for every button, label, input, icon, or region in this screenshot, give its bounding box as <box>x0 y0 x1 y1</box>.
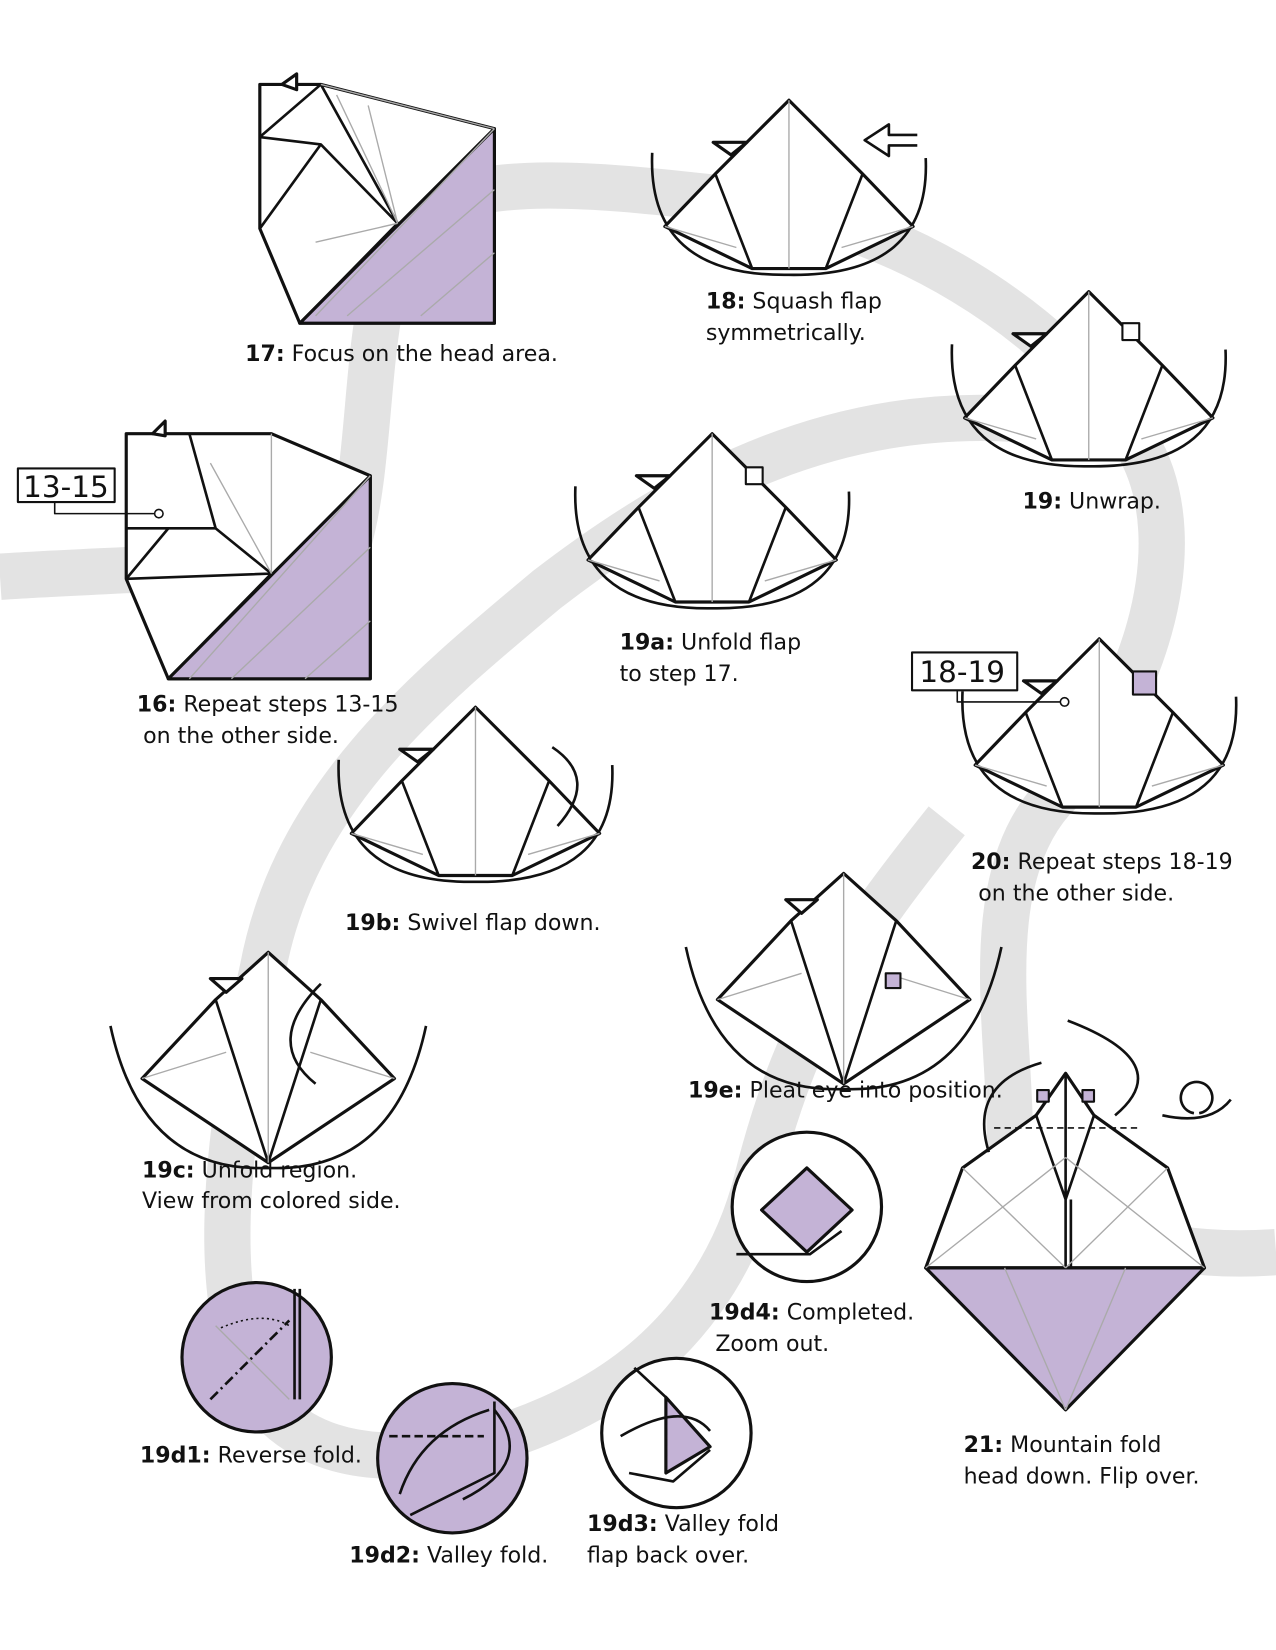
step-17-figure <box>258 72 496 325</box>
flip-over-icon <box>1162 1080 1232 1120</box>
swivel-arrow-icon <box>551 746 579 827</box>
step-19d3-figure <box>600 1356 753 1510</box>
caption-step-20-line2: on the other side. <box>978 881 1174 907</box>
caption-step-16: 16: Repeat steps 13-15 <box>137 691 399 717</box>
caption-step-19: 19: Unwrap. <box>1022 488 1160 514</box>
caption-step-19c: 19c: Unfold region. <box>142 1157 357 1183</box>
caption-step-20: 20: Repeat steps 18-19 <box>971 849 1233 875</box>
caption-step-16-line2: on the other side. <box>143 723 339 749</box>
caption-step-19a: 19a: Unfold flap <box>620 629 802 655</box>
unfold-arrow-icon <box>289 982 322 1085</box>
caption-step-19e: 19e: Pleat eye into position. <box>688 1077 1003 1103</box>
step-16-figure <box>16 419 372 681</box>
mountain-fold-arrow-icon <box>982 1019 1140 1153</box>
reference-label-18-19: 18-19 <box>919 655 1005 689</box>
push-arrow-icon <box>863 123 918 158</box>
caption-step-21-line2: head down. Flip over. <box>964 1464 1200 1490</box>
caption-step-18-line2: symmetrically. <box>706 320 866 346</box>
caption-step-19d3: 19d3: Valley fold <box>587 1511 779 1537</box>
reference-box-13-15 <box>16 467 116 504</box>
step-19e-figure <box>684 871 1004 1091</box>
caption-step-19d1: 19d1: Reverse fold. <box>140 1442 362 1468</box>
caption-step-19d3-line2: flap back over. <box>587 1542 749 1568</box>
caption-step-19d2: 19d2: Valley fold. <box>349 1542 548 1568</box>
step-19d4-figure <box>730 1130 884 1284</box>
caption-step-18: 18: Squash flap <box>706 288 882 314</box>
caption-step-19b: 19b: Swivel flap down. <box>345 910 600 936</box>
step-19d1-figure <box>180 1281 333 1434</box>
caption-step-19d4-line2: Zoom out. <box>715 1331 829 1357</box>
step-21-figure <box>924 1019 1232 1412</box>
caption-step-21: 21: Mountain fold <box>964 1432 1162 1458</box>
step-19c-figure <box>108 950 428 1170</box>
caption-step-19d4: 19d4: Completed. <box>709 1299 914 1325</box>
step-19d2-figure <box>376 1382 529 1535</box>
reference-box-18-19 <box>910 651 1019 692</box>
caption-step-19a-line2: to step 17. <box>620 661 739 687</box>
caption-step-17: 17: Focus on the head area. <box>245 341 558 367</box>
reference-label-13-15: 13-15 <box>23 470 109 504</box>
caption-step-19c-line2: View from colored side. <box>142 1188 401 1214</box>
